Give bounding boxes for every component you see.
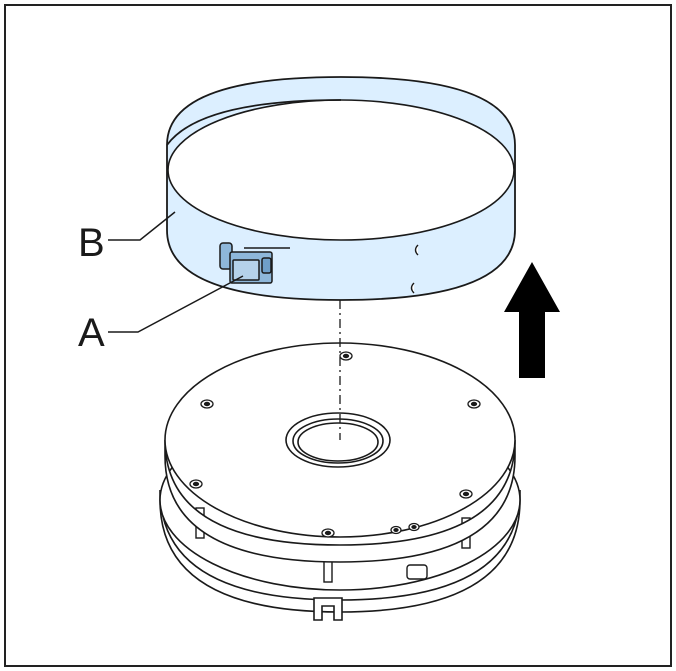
base-plate-edge <box>164 439 516 563</box>
base-screws <box>189 351 481 538</box>
ring-notch-1 <box>414 244 419 256</box>
ring-top-rim <box>166 99 342 146</box>
base-latch <box>313 597 343 621</box>
callout-b: B <box>78 221 105 265</box>
figure-frame <box>4 4 672 667</box>
leader-b <box>108 211 176 241</box>
leader-lines <box>108 211 244 333</box>
center-hub-core <box>297 422 379 462</box>
leader-a <box>108 275 244 333</box>
up-arrow-icon <box>504 262 560 378</box>
ring-clip <box>219 242 273 284</box>
filter-ring <box>166 76 516 301</box>
ring-inner-opening <box>167 99 515 241</box>
callout-a: A <box>78 311 105 355</box>
ring-notch-2 <box>410 282 415 294</box>
